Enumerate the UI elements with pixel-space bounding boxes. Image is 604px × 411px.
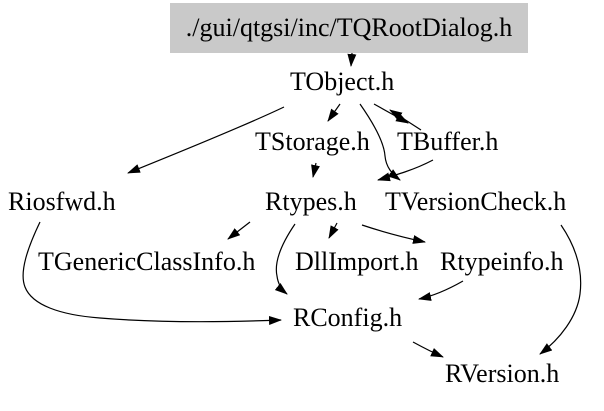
edge-rtypes-to-rtypeinfo — [361, 224, 426, 244]
edge-rconfig-to-rversion — [412, 341, 444, 358]
node-tbuffer-h[interactable]: TBuffer.h — [397, 127, 499, 156]
edge-tstorage-to-rtypes — [311, 162, 320, 178]
edge-tbuffer-to-tobject — [389, 109, 422, 131]
node-dllimport-h[interactable]: DllImport.h — [295, 247, 419, 276]
node-tstorage-h[interactable]: TStorage.h — [255, 127, 370, 156]
edge-rtypes-to-rconfig — [274, 223, 296, 295]
node-tversioncheck-h[interactable]: TVersionCheck.h — [385, 187, 567, 216]
edge-tbuffer-to-rtypes — [377, 159, 434, 182]
edge-tobject-to-riosfwd — [127, 106, 285, 174]
edge-rtypes-to-tgenericclassinfo — [227, 221, 251, 240]
node-tobject-h[interactable]: TObject.h — [290, 67, 395, 96]
edge-tobject-to-tstorage — [327, 103, 341, 122]
node-riosfwd-h[interactable]: Riosfwd.h — [8, 187, 116, 216]
node-tgenericclassinfo-h[interactable]: TGenericClassInfo.h — [38, 247, 256, 276]
node-rversion-h[interactable]: RVersion.h — [445, 359, 560, 388]
edge-tversioncheck-to-rversion — [539, 224, 582, 355]
edge-rtypes-to-dllimport — [328, 222, 339, 239]
edge-tobject-to-tbuffer — [373, 103, 409, 124]
node-rtypes-h[interactable]: Rtypes.h — [265, 187, 357, 216]
node-rtypeinfo-h[interactable]: Rtypeinfo.h — [440, 247, 564, 276]
edge-rtypeinfo-to-rconfig — [418, 280, 464, 301]
node-rconfig-h[interactable]: RConfig.h — [293, 303, 403, 332]
edge-root-to-tobject — [347, 52, 357, 67]
root-node-tqrootdialog-h: ./gui/qtgsi/inc/TQRootDialog.h — [170, 3, 528, 53]
edge-tobject-to-tversioncheck — [359, 103, 401, 181]
edge-riosfwd-to-rconfig — [22, 221, 282, 325]
